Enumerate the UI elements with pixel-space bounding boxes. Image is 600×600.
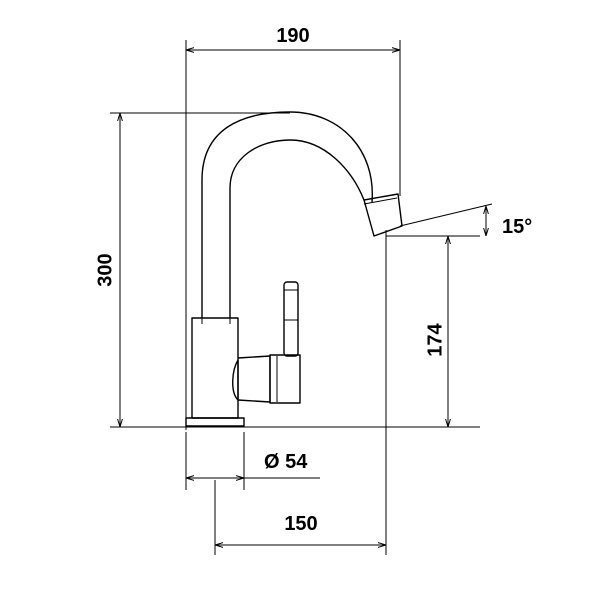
faucet-body: [191, 317, 239, 419]
angle-label: 15°: [502, 216, 532, 238]
width-label: 190: [276, 25, 309, 47]
lever-handle: [283, 281, 299, 357]
reach-label: 150: [284, 513, 317, 535]
spout-inner-edge: [229, 139, 365, 318]
reference-lines: [110, 40, 493, 555]
lever-knob: [269, 354, 301, 404]
spout-angle-line: [399, 203, 493, 227]
lever-cap: [237, 355, 271, 403]
aerator-line: [363, 197, 398, 205]
spout-height-label: 174: [424, 322, 446, 356]
dimension-labels: 190 300 174 15° Ø 54 150: [94, 25, 532, 535]
faucet-outline: [185, 111, 403, 427]
lever-housing: [232, 359, 239, 401]
dimension-lines: [120, 50, 486, 545]
height-label: 300: [94, 253, 116, 286]
diameter-label: Ø 54: [264, 451, 308, 473]
base-plate: [185, 417, 245, 427]
spout-outer-edge: [201, 111, 373, 318]
